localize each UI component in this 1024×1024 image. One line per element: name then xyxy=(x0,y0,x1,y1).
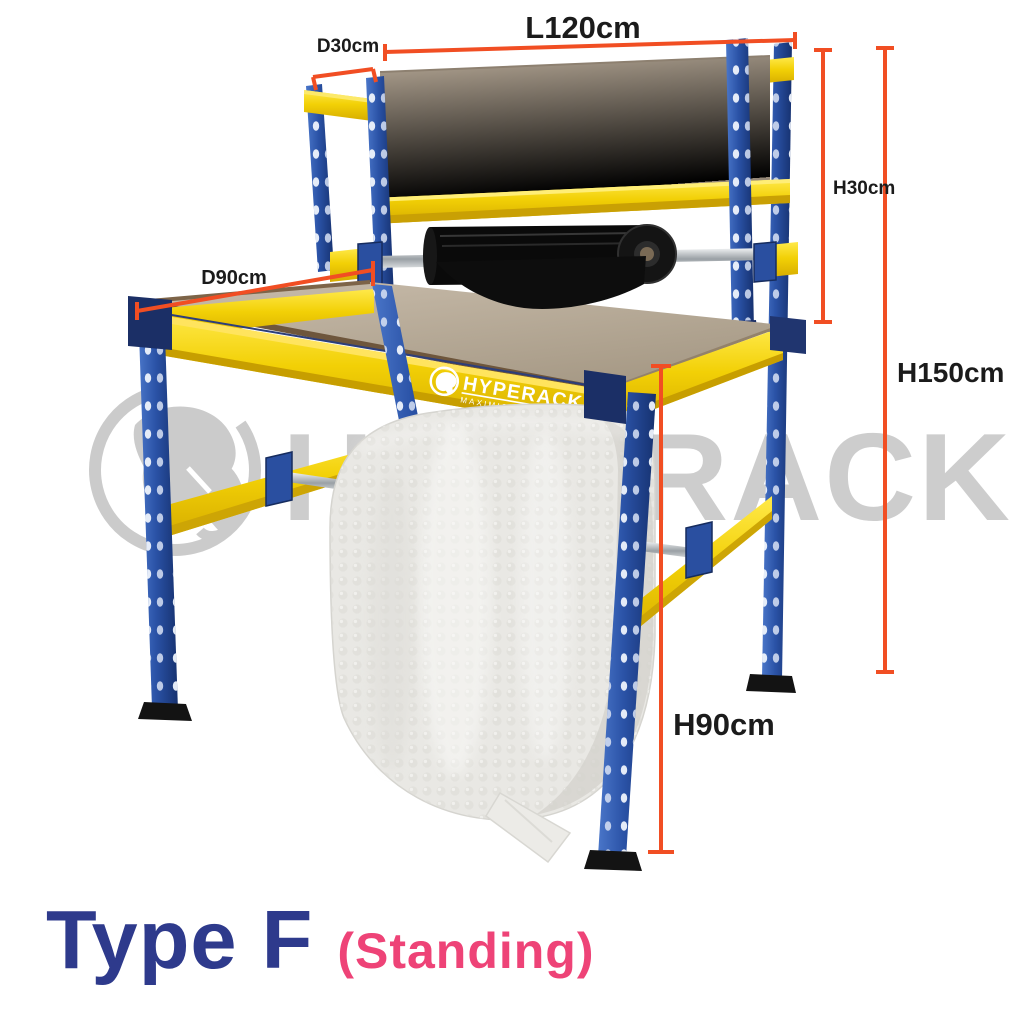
roll-clamp-left xyxy=(265,451,293,507)
bar-clamp-right xyxy=(753,241,777,283)
roll-clamp-right xyxy=(685,521,713,579)
dim-hutch-height-line xyxy=(814,48,832,324)
dim-total-height-label: H150cm xyxy=(897,357,1004,388)
dim-hutch-height-label: H30cm xyxy=(833,178,895,199)
hutch-middle-beam xyxy=(374,179,790,224)
foot-rear-right xyxy=(746,674,796,693)
dim-table-height-line xyxy=(648,364,674,854)
top-shelf-beam-left xyxy=(304,90,380,122)
product-model-name: Type F xyxy=(46,893,314,986)
watermark-elephant-icon xyxy=(89,384,261,556)
stretcher-right xyxy=(614,496,772,648)
foot-front-right xyxy=(584,850,642,871)
dim-top-shelf-depth-label: D30cm xyxy=(317,36,379,57)
dim-top-shelf-depth-line xyxy=(311,67,378,91)
product-title: Type F (Standing) xyxy=(46,898,595,981)
leg-front-right xyxy=(584,392,656,871)
beam-logo-elephant-icon xyxy=(429,366,460,397)
back-panel xyxy=(379,55,771,200)
dim-table-depth-label: D90cm xyxy=(201,267,267,289)
product-variant-name: (Standing) xyxy=(337,923,595,979)
dim-length-label: L120cm xyxy=(525,10,640,45)
dim-total-height-line xyxy=(876,46,894,674)
bubble-wrap-tail xyxy=(485,791,572,864)
corner-caps xyxy=(128,296,806,424)
bar-clamp-left xyxy=(357,241,383,287)
dimension-labels: L120cm D30cm H30cm H150cm D90cm H90cm xyxy=(201,10,1004,742)
dim-table-depth-line xyxy=(135,261,375,320)
leg-front-left xyxy=(138,304,192,721)
dimension-lines xyxy=(135,32,894,854)
dim-table-height-label: H90cm xyxy=(673,707,775,742)
foot-front-left xyxy=(138,702,192,721)
upright-hutch-rear-left xyxy=(306,84,334,272)
film-drape xyxy=(436,256,646,309)
dim-length-line xyxy=(383,32,797,61)
